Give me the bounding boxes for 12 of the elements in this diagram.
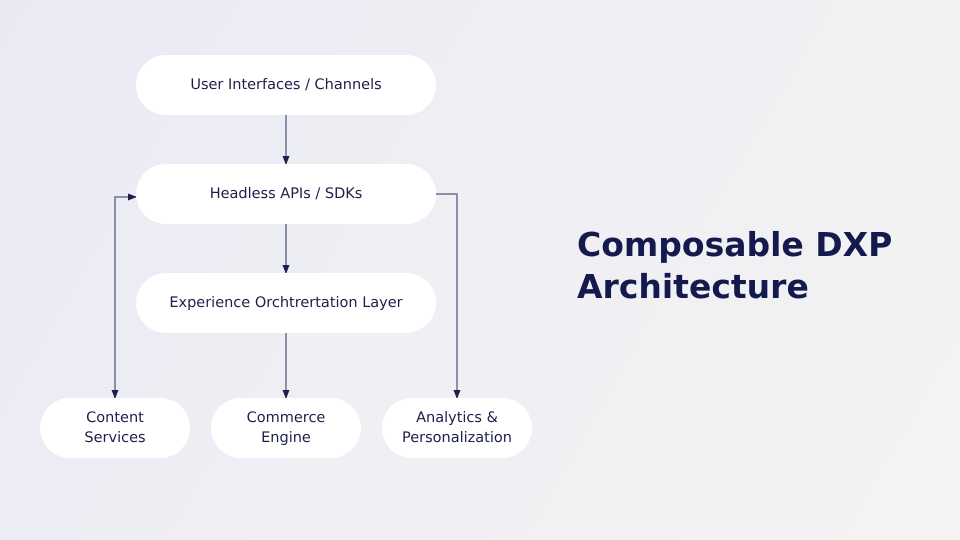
diagram-title: Composable DXP Architecture: [577, 224, 894, 308]
arrow: [282, 115, 290, 165]
box-label: Analytics & Personalization: [401, 409, 513, 448]
arrow: [282, 224, 290, 274]
arrow: [282, 333, 290, 399]
box-label: Headless APIs / SDKs: [210, 185, 362, 204]
box-label: Content Services: [83, 409, 147, 448]
box-label: User Interfaces / Channels: [190, 76, 382, 95]
box-label: Commerce Engine: [246, 409, 326, 448]
arrow: [111, 193, 137, 399]
box-label: Experience Orchtrertation Layer: [169, 294, 403, 313]
arrow: [436, 193, 461, 399]
